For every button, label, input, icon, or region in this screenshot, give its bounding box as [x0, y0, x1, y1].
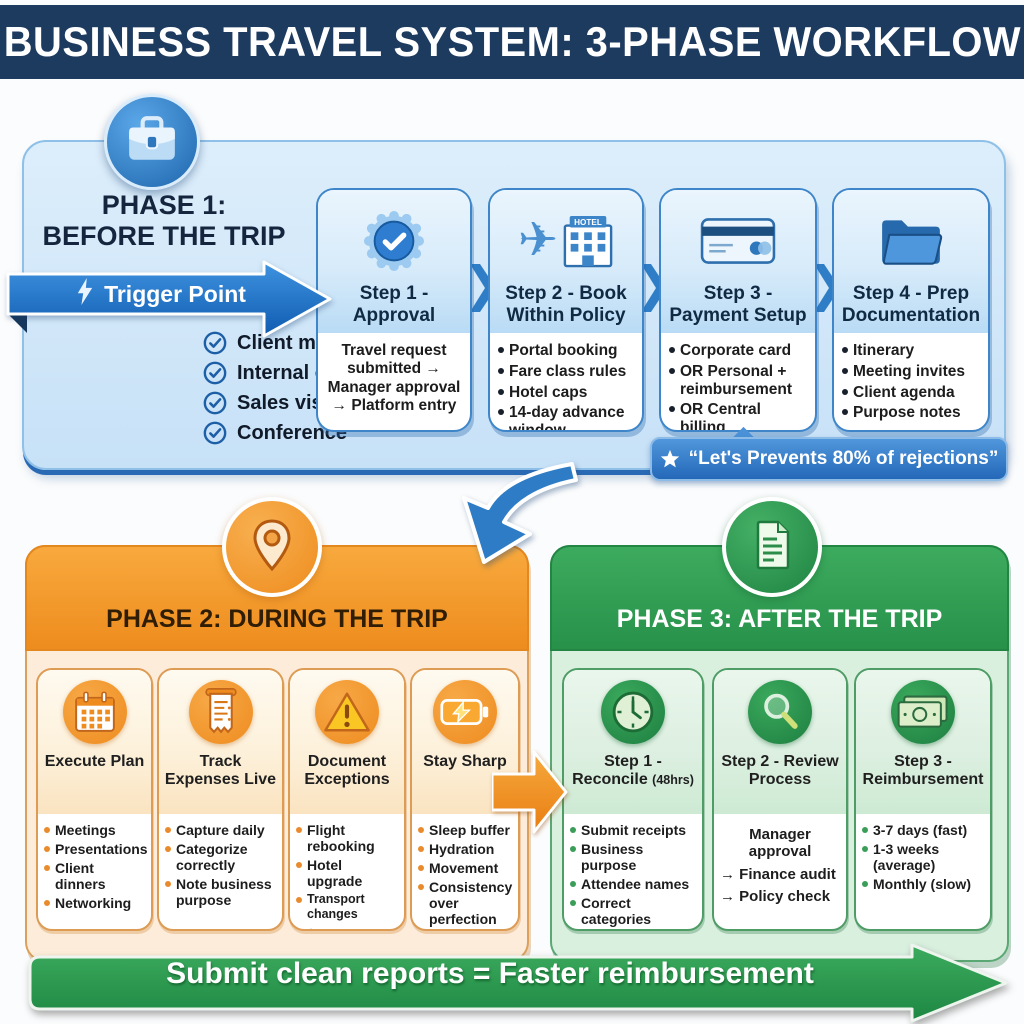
card-title-suffix: (48hrs): [652, 772, 694, 787]
phase1-title-line2: BEFORE THE TRIP: [42, 221, 286, 252]
step-title: Step 3 - Payment Setup: [669, 283, 807, 326]
banknote-icon: [891, 680, 955, 744]
card-body: Meetings Presentations Client dinners Ne…: [38, 814, 151, 929]
rejections-note-badge: “Let's Prevents 80% of rejections”: [650, 437, 1008, 481]
card-title: Step 1 - Reconcile (48hrs): [572, 753, 694, 788]
phase1-step4-card: Step 4 - Prep Documentation Itinerary Me…: [832, 188, 990, 432]
card-body: 3-7 days (fast) 1-3 weeks (average) Mont…: [856, 814, 990, 929]
lightning-icon: [76, 277, 94, 312]
card-body: Submit receipts Business purpose Attende…: [564, 814, 702, 929]
phase3-card-reimbursement: Step 3 - Reimbursement 3-7 days (fast) 1…: [854, 668, 992, 931]
check-circle-icon: [203, 361, 227, 385]
step-body: Corporate card OR Personal + reimburseme…: [661, 333, 815, 430]
phase1-step2-card: ✈ HOTEL Step 2 - Book Within Policy Port…: [488, 188, 644, 432]
card-title: Execute Plan: [44, 753, 145, 770]
phase3-title: PHASE 3: AFTER THE TRIP: [616, 605, 943, 633]
trigger-arrow: [6, 260, 332, 338]
summary-banner-arrow: [28, 943, 1008, 1023]
curved-down-arrow-icon: [462, 462, 578, 564]
phase1-title: PHASE 1: BEFORE THE TRIP: [28, 190, 300, 252]
rejections-note-text: “Let's Prevents 80% of rejections”: [688, 448, 999, 469]
card-body: Capture daily Categorize correctly Note …: [159, 814, 282, 929]
step-title: Step 4 - Prep Documentation: [841, 283, 981, 326]
star-icon: [660, 449, 679, 468]
clock-icon: [601, 680, 665, 744]
card-title: Track Expenses Live: [164, 753, 277, 788]
card-title: Document Exceptions: [304, 753, 390, 788]
phase1-badge: [104, 94, 200, 190]
phase1-step1-card: Step 1 - Approval Travel request submitt…: [316, 188, 472, 432]
phase3-card-reconcile: Step 1 - Reconcile (48hrs) Submit receip…: [562, 668, 704, 931]
phase1-title-line1: PHASE 1:: [101, 190, 227, 220]
card-body: Manager approval → Finance audit → Polic…: [720, 826, 836, 905]
calendar-icon: [62, 680, 127, 744]
page-title: BUSINESS TRAVEL SYSTEM: 3-PHASE WORKFLOW: [3, 18, 1021, 65]
phase2-to-phase3-arrow-icon: [492, 750, 568, 834]
list-item: Sales visit: [203, 388, 375, 418]
check-circle-icon: [203, 391, 227, 415]
check-circle-icon: [203, 421, 227, 445]
step-title: Step 2 - Book Within Policy: [505, 283, 627, 326]
approval-rosette-icon: [363, 198, 425, 283]
card-title: Step 3 - Reimbursement: [862, 753, 984, 788]
step-body: Travel request submitted → Manager appro…: [327, 342, 461, 414]
receipt-icon: [188, 680, 253, 744]
phase2-card-document-exceptions: Document Exceptions Flight rebooking Hot…: [288, 668, 406, 931]
credit-card-icon: [700, 198, 776, 283]
folder-icon: [878, 198, 944, 283]
plane-hotel-icon: ✈ HOTEL: [518, 198, 614, 283]
trigger-point: Trigger Point: [44, 274, 278, 314]
phase3-badge: [722, 497, 822, 597]
hotel-building-icon: HOTEL: [563, 215, 613, 267]
magnifier-icon: [748, 680, 812, 744]
phase1-step3-card: Step 3 - Payment Setup Corporate card OR…: [659, 188, 817, 432]
phase2-card-execute-plan: Execute Plan Meetings Presentations Clie…: [36, 668, 153, 931]
step-body: Itinerary Meeting invites Client agenda …: [834, 333, 988, 430]
phase2-badge: [222, 497, 322, 597]
trigger-point-label: Trigger Point: [104, 280, 246, 307]
briefcase-icon: [125, 115, 179, 170]
document-icon: [752, 520, 792, 575]
phase3-card-review-process: Step 2 - Review Process Manager approval…: [712, 668, 848, 931]
summary-banner-text: Submit clean reports = Faster reimbursem…: [166, 957, 814, 990]
check-circle-icon: [203, 331, 227, 355]
step-body: Portal booking Fare class rules Hotel ca…: [490, 333, 642, 430]
list-item: Conference: [203, 418, 375, 448]
airplane-icon: ✈: [517, 213, 559, 267]
card-title: Stay Sharp: [423, 753, 507, 770]
header-bar: BUSINESS TRAVEL SYSTEM: 3-PHASE WORKFLOW: [0, 5, 1024, 79]
svg-text:HOTEL: HOTEL: [574, 218, 602, 227]
phase2-title: PHASE 2: DURING THE TRIP: [106, 605, 448, 633]
card-body: Flight rebooking Hotel upgrade Transport…: [290, 814, 404, 929]
location-pin-icon: [252, 518, 292, 576]
card-title: Step 2 - Review Process: [721, 753, 839, 788]
card-body: Sleep buffer Hydration Movement Consiste…: [412, 814, 518, 929]
battery-icon: [433, 680, 497, 744]
warning-triangle-icon: [315, 680, 379, 744]
phase2-card-track-expenses: Track Expenses Live Capture daily Catego…: [157, 668, 284, 931]
step-title: Step 1 - Approval: [352, 283, 436, 326]
